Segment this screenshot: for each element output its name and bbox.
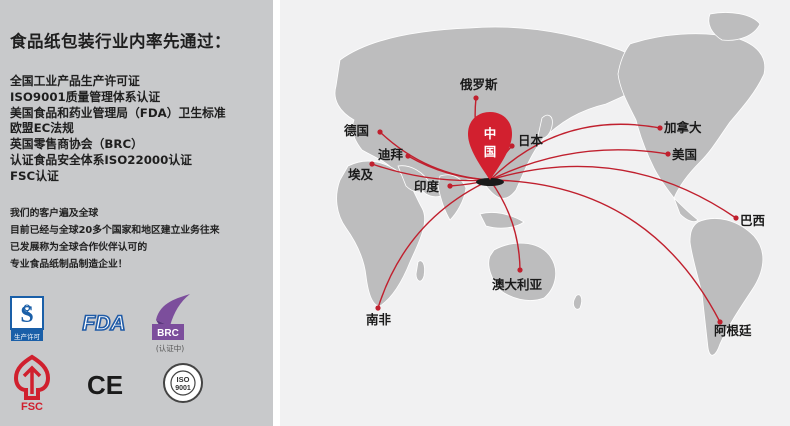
destination-dot-russia (473, 95, 479, 101)
continents (334, 12, 766, 356)
fda-logo: FDA (76, 311, 132, 336)
fda-text: FDA (82, 312, 125, 333)
label-south-africa: 南非 (366, 312, 392, 327)
iso-number: 9001 (175, 385, 191, 392)
route-to-canada (489, 123, 661, 181)
destination-dot-australia (517, 267, 523, 273)
intro-line: 已发展称为全球合作伙伴认可的 (10, 241, 148, 253)
route-to-brazil (489, 165, 737, 219)
destination-dot-canada (657, 125, 663, 131)
certification-item: 欧盟EC法规 (10, 121, 74, 136)
intro-line: 目前已经与全球20多个国家和地区建立业务往来 (10, 224, 220, 236)
destination-dot-japan (509, 143, 515, 149)
panel-heading: 食品纸包装行业内率先通过： (10, 32, 231, 51)
route-to-australia (489, 179, 521, 271)
iso-text: ISO (177, 375, 190, 384)
world-map-panel: 中 国 俄罗斯 德国 日本 加拿大 迪拜 美国 埃及 印度 巴西 澳大利亚 南非… (280, 0, 790, 426)
label-egypt: 埃及 (348, 167, 374, 182)
destination-dot-usa (665, 151, 671, 157)
brc-caption: (认证中) (156, 343, 184, 353)
route-to-russia (474, 97, 491, 181)
svg-text:Q: Q (23, 303, 30, 313)
svg-text:S: S (20, 302, 33, 328)
world-map (334, 12, 766, 356)
destination-dot-south-africa (375, 305, 381, 311)
ce-mark-logo: CE (86, 370, 124, 400)
intro-line: 我们的客户遍及全球 (10, 207, 99, 219)
fsc-logo: FSC (10, 354, 54, 413)
destination-dot-india (447, 183, 453, 189)
brc-text: BRC (157, 328, 179, 339)
label-india: 印度 (414, 179, 440, 194)
destination-dot-egypt (369, 161, 375, 167)
certification-item: 认证食品安全体系ISO22000认证 (10, 152, 192, 167)
label-dubai: 迪拜 (378, 147, 404, 162)
destination-dot-dubai (405, 153, 411, 159)
route-to-south-africa (377, 179, 491, 309)
intro-line: 专业食品纸制品制造企业！ (10, 258, 128, 270)
label-argentina: 阿根廷 (714, 323, 752, 338)
trade-routes (369, 95, 739, 325)
label-brazil: 巴西 (740, 213, 766, 228)
certification-item: ISO9001质量管理体系认证 (10, 89, 161, 104)
certification-item: FSC认证 (10, 168, 59, 183)
ce-text: CE (87, 370, 123, 398)
brc-logo: BRC (认证中) (150, 292, 194, 354)
label-russia: 俄罗斯 (460, 77, 498, 92)
certification-item: 美国食品和药业管理局（FDA）卫生标准 (10, 105, 226, 120)
destination-dot-brazil (733, 215, 739, 221)
qs-caption: 生产许可 (14, 332, 41, 341)
certification-item: 全国工业产品生产许可证 (10, 74, 140, 88)
label-australia: 澳大利亚 (492, 277, 543, 292)
label-germany: 德国 (344, 123, 370, 138)
destination-dot-germany (377, 129, 383, 135)
certification-list: 全国工业产品生产许可证 ISO9001质量管理体系认证 美国食品和药业管理局（F… (10, 74, 273, 185)
label-canada: 加拿大 (664, 120, 702, 135)
company-intro: 我们的客户遍及全球 目前已经与全球20多个国家和地区建立业务往来 已发展称为全球… (10, 205, 273, 273)
qs-license-logo: S Q 生产许可 (10, 296, 44, 342)
route-to-argentina (489, 179, 721, 323)
iso9001-logo: ISO 9001 (162, 362, 204, 404)
route-to-usa (489, 149, 669, 181)
certification-panel: 食品纸包装行业内率先通过： 全国工业产品生产许可证 ISO9001质量管理体系认… (0, 0, 273, 426)
fsc-text: FSC (21, 401, 43, 412)
label-japan: 日本 (518, 133, 544, 148)
destination-dot-argentina (717, 319, 723, 325)
label-usa: 美国 (672, 147, 698, 162)
certification-item: 英国零售商协会（BRC） (10, 137, 143, 152)
